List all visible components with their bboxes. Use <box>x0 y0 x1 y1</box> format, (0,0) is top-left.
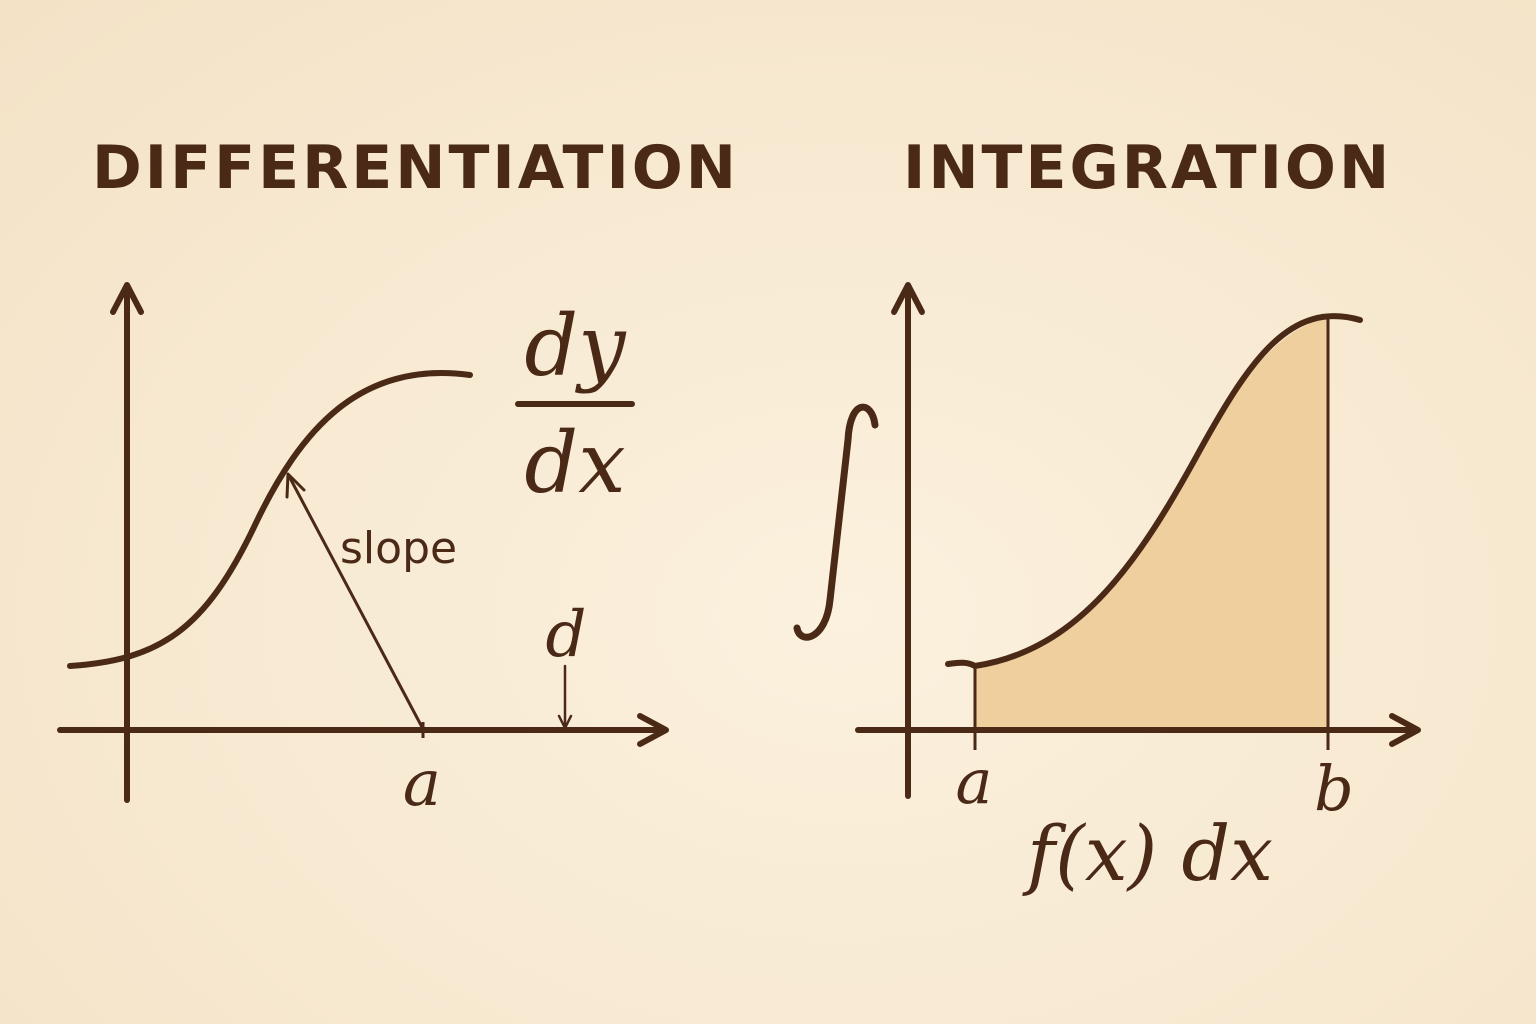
slope-arrow-head <box>285 472 306 499</box>
integration-title: INTEGRATION <box>903 133 1393 203</box>
fraction-denominator: dx <box>524 414 625 512</box>
diff-curve <box>67 370 473 669</box>
slope-label: slope <box>340 523 457 574</box>
integration-panel: a b f(x) dx <box>793 282 1421 898</box>
diff-y-axis-arrowhead <box>110 282 144 315</box>
d-marker-label: d <box>546 598 587 672</box>
int-lower-a-label: a <box>956 745 993 818</box>
fraction-numerator: dy <box>524 297 627 395</box>
int-upper-b-label: b <box>1314 752 1354 825</box>
integrand-label: f(x) dx <box>1022 809 1273 898</box>
point-a-label: a <box>403 747 441 821</box>
diff-x-axis-arrowhead <box>637 713 669 747</box>
integral-shaded-area <box>975 318 1328 728</box>
int-curve <box>945 313 1363 670</box>
slope-arrow-line <box>288 476 425 731</box>
differentiation-title: DIFFERENTIATION <box>92 133 739 203</box>
int-x-axis-arrowhead <box>1389 713 1421 747</box>
int-y-axis-arrowhead <box>891 282 925 315</box>
integral-sign <box>793 403 879 641</box>
differentiation-panel: dy dx slope a d <box>57 282 669 821</box>
d-marker-arrow-head <box>557 714 573 730</box>
